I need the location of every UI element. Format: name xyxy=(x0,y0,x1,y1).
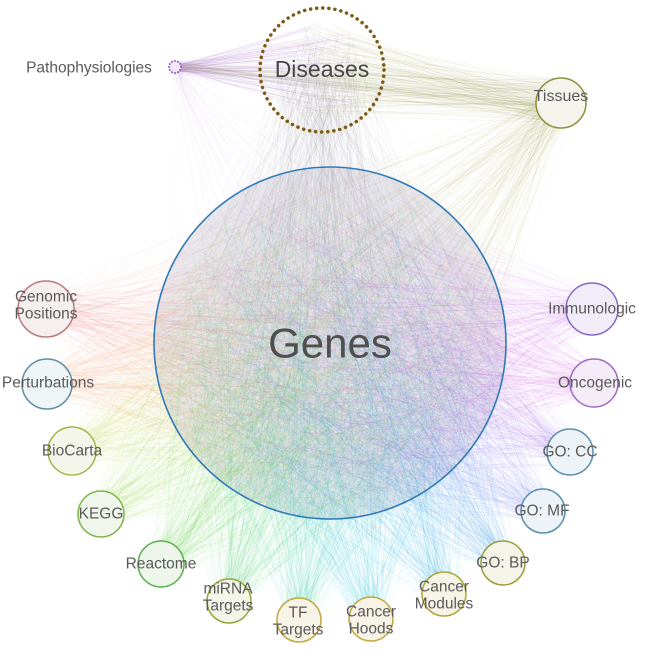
node-cancer_modules-circle[interactable] xyxy=(421,571,467,617)
node-pathophysiologies-circle[interactable] xyxy=(168,60,182,74)
node-reactome-circle[interactable] xyxy=(137,540,185,588)
node-mirna_targets-circle[interactable] xyxy=(206,578,252,624)
node-go_bp-circle[interactable] xyxy=(480,540,526,586)
genes-hub-fill xyxy=(154,167,506,519)
edge-bundles xyxy=(25,22,613,636)
node-oncogenic-circle[interactable] xyxy=(569,358,619,408)
node-tissues-circle[interactable] xyxy=(535,77,587,129)
node-diseases-circle[interactable] xyxy=(258,6,386,134)
node-genes-circle[interactable] xyxy=(153,166,507,520)
node-perturbations-circle[interactable] xyxy=(21,358,73,410)
node-genomic_positions-circle[interactable] xyxy=(17,280,75,338)
node-biocarta-circle[interactable] xyxy=(47,426,97,476)
node-kegg-circle[interactable] xyxy=(77,490,125,538)
node-go_cc-circle[interactable] xyxy=(546,428,594,476)
node-cancer_hoods-circle[interactable] xyxy=(348,596,394,642)
node-circles xyxy=(17,6,619,643)
node-immunologic-circle[interactable] xyxy=(565,282,619,336)
node-tf_targets-circle[interactable] xyxy=(276,597,322,643)
node-go_mf-circle[interactable] xyxy=(520,488,566,534)
